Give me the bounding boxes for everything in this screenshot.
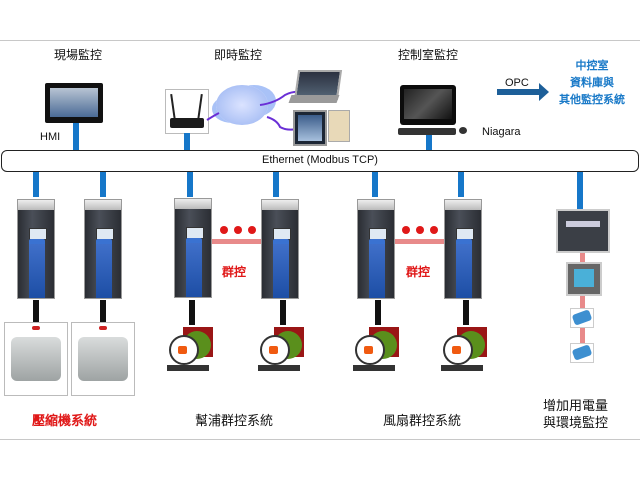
opc-label: OPC (505, 77, 529, 89)
niagara-label: Niagara (482, 126, 521, 138)
compressor-icon (4, 322, 68, 396)
opc-arrow-icon (497, 83, 549, 101)
bus-drop-wire (187, 172, 193, 197)
bus-drop-wire (458, 172, 464, 197)
pump-group-control-label: 群控 (222, 265, 247, 279)
drive-output-wire (189, 300, 195, 325)
vfd-drive-icon (261, 199, 299, 299)
fan-group-dots (402, 226, 438, 234)
mouse-icon (459, 127, 467, 134)
drive-output-wire (375, 300, 381, 325)
drive-output-wire (33, 300, 39, 322)
drive-output-wire (463, 300, 469, 325)
pump-motor-icon (258, 327, 304, 371)
vfd-drive-icon (17, 199, 55, 299)
external-line-1: 中控室 (575, 59, 609, 72)
bus-drop-wire (100, 172, 106, 197)
realtime-monitoring-title: 即時監控 (214, 48, 263, 62)
energy-line-1: 增加用電量 (543, 399, 609, 414)
router-wire (184, 133, 190, 150)
drive-output-wire (100, 300, 106, 322)
vfd-drive-icon (357, 199, 395, 299)
control-room-title: 控制室監控 (398, 48, 459, 62)
cloud-icon (216, 85, 268, 125)
pump-system-label: 幫浦群控系統 (195, 414, 274, 429)
vfd-drive-icon (444, 199, 482, 299)
router-icon (165, 89, 209, 134)
phone-icon (328, 110, 350, 142)
tablet-icon (293, 110, 327, 146)
energy-chain-link (580, 250, 585, 355)
bus-drop-wire (273, 172, 279, 197)
external-systems-label: 中控室 資料庫與 其他監控系統 (550, 57, 634, 108)
ethernet-bus: Ethernet (Modbus TCP) (1, 150, 639, 172)
energy-monitoring-label: 增加用電量 與環境監控 (543, 398, 608, 432)
hmi-panel-icon (45, 83, 103, 123)
vfd-drive-icon (84, 199, 122, 299)
vfd-drive-icon (174, 198, 212, 298)
keyboard-icon (398, 128, 456, 135)
io-module-icon (570, 308, 594, 328)
energy-line-2: 與環境監控 (543, 416, 609, 431)
compressor-system-label: 壓縮機系統 (32, 414, 98, 429)
top-divider (0, 40, 640, 41)
bus-drop-wire (33, 172, 39, 197)
pump-motor-icon (167, 327, 213, 371)
wireless-links (206, 90, 301, 131)
field-monitoring-title: 現場監控 (54, 48, 103, 62)
desktop-pc-icon (400, 85, 456, 125)
fan-motor-icon (353, 327, 399, 371)
fan-group-link (395, 239, 444, 244)
bottom-divider (0, 439, 640, 440)
io-module-icon (570, 343, 594, 363)
pump-group-dots (220, 226, 256, 234)
pc-wire (426, 135, 432, 150)
fan-motor-icon (441, 327, 487, 371)
pump-group-link (212, 239, 261, 244)
hmi-label: HMI (40, 131, 61, 143)
hmi-wire (73, 123, 79, 150)
bus-drop-wire (372, 172, 378, 197)
laptop-keyboard (288, 95, 340, 103)
controller-icon (556, 209, 610, 253)
drive-output-wire (280, 300, 286, 325)
power-meter-icon (566, 262, 602, 296)
ethernet-bus-label: Ethernet (Modbus TCP) (262, 154, 378, 166)
external-line-2: 資料庫與 (570, 76, 614, 89)
bus-drop-wire (577, 172, 583, 212)
compressor-icon (71, 322, 135, 396)
fan-system-label: 風扇群控系統 (383, 414, 462, 429)
external-line-3: 其他監控系統 (559, 93, 625, 106)
fan-group-control-label: 群控 (406, 265, 431, 279)
